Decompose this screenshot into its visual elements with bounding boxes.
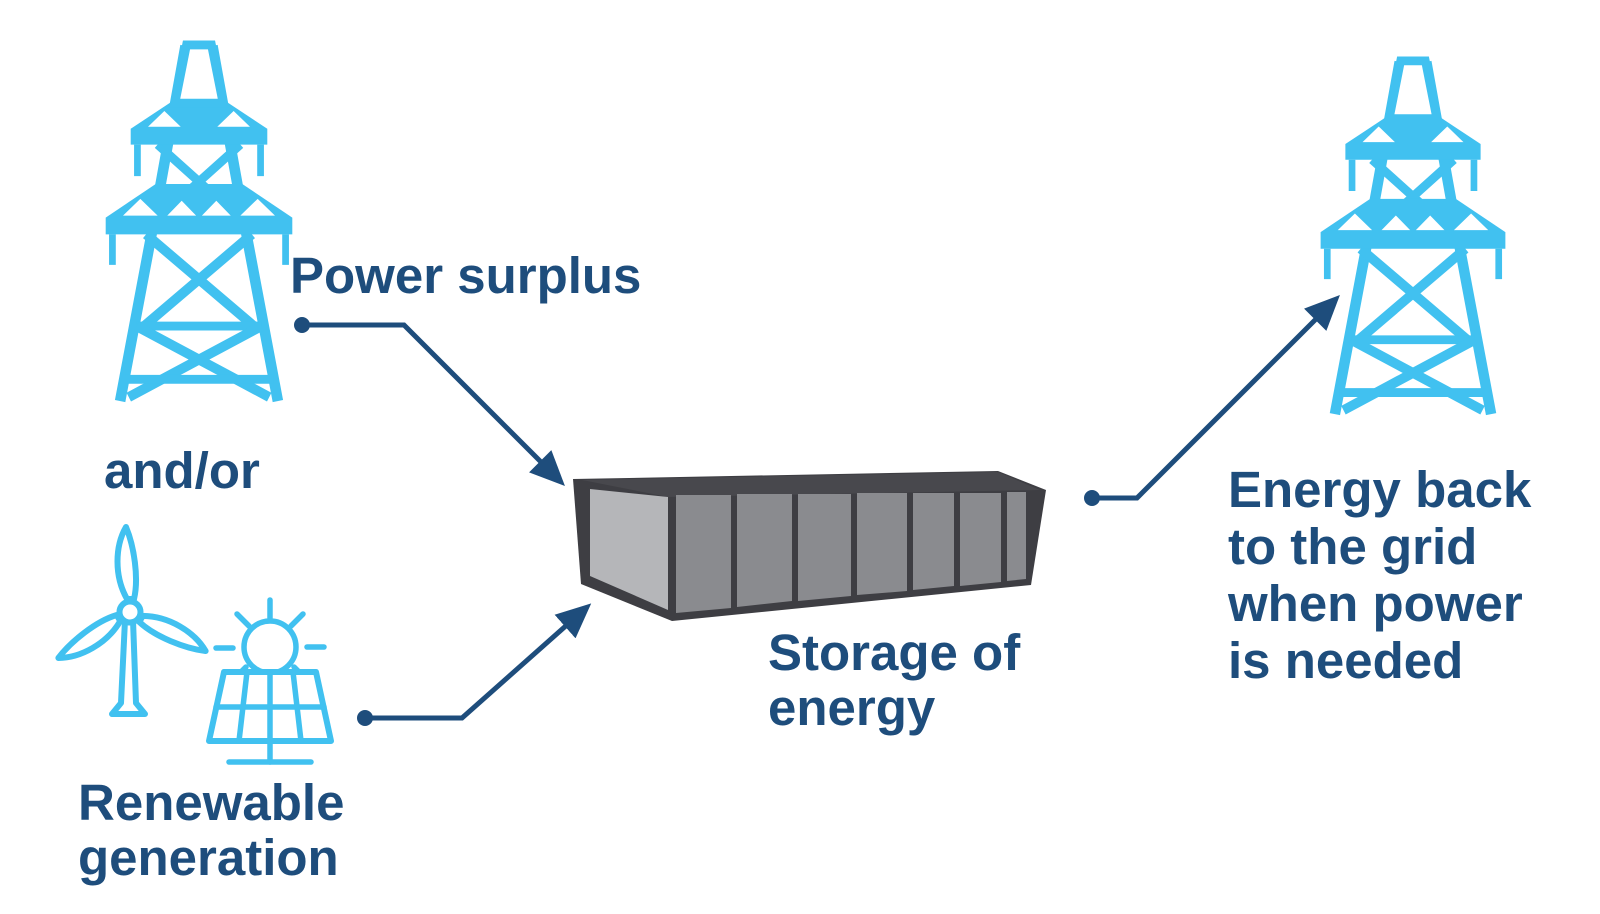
renewable-generation-label: Renewable generation (78, 775, 344, 885)
label-line: energy (768, 679, 936, 736)
energy-back-label: Energy back to the grid when power is ne… (1228, 461, 1531, 689)
renewables-arrow (357, 603, 592, 726)
storage-container-icon (573, 471, 1046, 621)
label-line: to the grid (1228, 518, 1478, 575)
label-line: is needed (1228, 632, 1464, 689)
and-or-label: and/or (104, 442, 260, 499)
label-line: Renewable (78, 774, 345, 831)
transmission-tower-left-icon (106, 45, 293, 401)
energy-back-arrow (1084, 295, 1340, 506)
label-line: generation (78, 829, 339, 886)
power-surplus-arrow (294, 317, 565, 486)
label-line: Energy back (1228, 461, 1532, 518)
label-line: when power (1228, 575, 1523, 632)
transmission-tower-right-icon (1321, 61, 1506, 414)
label-line: Storage of (768, 624, 1021, 681)
solar-panel-icon (206, 597, 334, 765)
power-surplus-label: Power surplus (290, 247, 642, 304)
wind-turbine-icon (55, 524, 209, 717)
storage-of-energy-label: Storage of energy (768, 625, 1020, 735)
